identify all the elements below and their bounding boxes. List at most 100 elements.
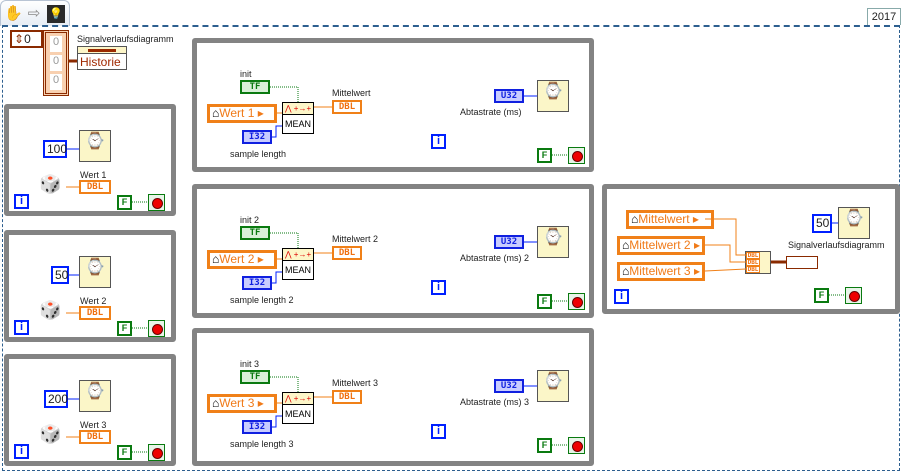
local-variable-1[interactable]: ⌂Wert 1 ▸ bbox=[207, 104, 277, 123]
sample-length-control[interactable]: I32 bbox=[242, 130, 272, 144]
property-node[interactable]: Historie bbox=[77, 46, 127, 70]
mean-output-label: Mittelwert bbox=[332, 88, 371, 98]
sample-length-control[interactable]: I32 bbox=[242, 276, 272, 290]
wait-function[interactable]: ⌚ bbox=[838, 207, 870, 239]
wire bbox=[705, 218, 746, 256]
house-icon: ⌂ bbox=[631, 212, 639, 226]
local-variable-mittelwert-3[interactable]: ⌂Mittelwert 3 ▸ bbox=[617, 262, 705, 281]
local-variable-label: Wert 2 bbox=[219, 252, 255, 266]
mean-output-indicator[interactable]: DBL bbox=[332, 390, 362, 404]
wait-ms-constant[interactable]: 50 bbox=[812, 214, 832, 233]
false-constant[interactable]: F bbox=[814, 288, 829, 303]
wait-function[interactable]: ⌚ bbox=[537, 226, 569, 258]
wait-function[interactable]: ⌚ bbox=[537, 80, 569, 112]
chart-terminal[interactable] bbox=[786, 256, 818, 269]
local-variable-label: Mittelwert 2 bbox=[629, 238, 691, 252]
stop-terminal[interactable] bbox=[148, 320, 165, 337]
array-element[interactable]: 0 bbox=[50, 74, 62, 90]
init-control[interactable]: TF bbox=[240, 226, 270, 240]
wire bbox=[270, 86, 299, 102]
watch-icon: ⌚ bbox=[85, 133, 105, 150]
iteration-terminal: i bbox=[14, 320, 29, 335]
random-number-icon[interactable]: 🎲 bbox=[39, 424, 62, 444]
wait-function[interactable]: ⌚ bbox=[79, 130, 111, 162]
mean-function[interactable]: ⋀ +→+MEAN bbox=[282, 102, 314, 134]
random-number-icon[interactable]: 🎲 bbox=[39, 174, 62, 194]
sample-rate-label: Abtastrate (ms) 2 bbox=[460, 253, 530, 263]
dbl-indicator[interactable]: DBL bbox=[79, 430, 111, 444]
highlight-execution-icon[interactable]: 💡 bbox=[47, 5, 65, 23]
count-value: 0 bbox=[24, 32, 31, 46]
iteration-terminal: i bbox=[14, 194, 29, 209]
while-loop-generator[interactable] bbox=[4, 354, 176, 466]
false-constant[interactable]: F bbox=[117, 445, 132, 460]
count-control[interactable]: ⇕0 bbox=[10, 30, 43, 48]
wait-function[interactable]: ⌚ bbox=[79, 380, 111, 412]
false-constant[interactable]: F bbox=[117, 195, 132, 210]
mean-output-label: Mittelwert 2 bbox=[332, 234, 379, 244]
chart-label: Signalverlaufsdiagramm bbox=[77, 34, 174, 44]
false-constant[interactable]: F bbox=[537, 294, 552, 309]
wire bbox=[272, 271, 282, 284]
wait-function[interactable]: ⌚ bbox=[79, 256, 111, 288]
array-constant[interactable]: 0 0 0 bbox=[43, 30, 69, 96]
init-label: init 2 bbox=[240, 215, 260, 225]
wire bbox=[704, 268, 747, 272]
wait-ms-constant[interactable]: 100 bbox=[43, 140, 67, 158]
random-number-icon[interactable]: 🎲 bbox=[39, 300, 62, 320]
wire bbox=[270, 376, 299, 392]
init-label: init 3 bbox=[240, 359, 260, 369]
array-element[interactable]: 0 bbox=[50, 36, 62, 52]
init-control[interactable]: TF bbox=[240, 370, 270, 384]
chart-terminal-label: Signalverlaufsdiagramm bbox=[788, 240, 885, 250]
false-constant[interactable]: F bbox=[537, 148, 552, 163]
local-variable-mittelwert-1[interactable]: ⌂Mittelwert ▸ bbox=[626, 210, 714, 229]
wait-ms-constant[interactable]: 200 bbox=[44, 390, 68, 408]
iteration-terminal: i bbox=[431, 424, 446, 439]
wait-ms-constant[interactable]: 50 bbox=[51, 266, 69, 284]
arrow-icon[interactable]: ⇨ bbox=[27, 5, 41, 22]
wire bbox=[705, 244, 746, 263]
house-icon: ⌂ bbox=[212, 396, 220, 410]
while-loop-generator[interactable] bbox=[4, 230, 176, 342]
array-element[interactable]: 0 bbox=[50, 55, 62, 71]
mean-function[interactable]: ⋀ +→+MEAN bbox=[282, 248, 314, 280]
stop-terminal[interactable] bbox=[148, 194, 165, 211]
local-variable-mittelwert-2[interactable]: ⌂Mittelwert 2 ▸ bbox=[617, 236, 705, 255]
local-variable-3[interactable]: ⌂Wert 3 ▸ bbox=[207, 394, 277, 413]
wire bbox=[270, 232, 299, 248]
mean-output-label: Mittelwert 3 bbox=[332, 378, 379, 388]
false-constant[interactable]: F bbox=[117, 321, 132, 336]
dbl-indicator[interactable]: DBL bbox=[79, 306, 111, 320]
local-variable-2[interactable]: ⌂Wert 2 ▸ bbox=[207, 250, 277, 269]
hand-icon[interactable]: ✋ bbox=[4, 5, 23, 22]
wire bbox=[272, 125, 282, 138]
ptbypt-icon: ⋀ +→+ bbox=[283, 103, 313, 115]
house-icon: ⌂ bbox=[622, 238, 630, 252]
dbl-indicator[interactable]: DBL bbox=[79, 180, 111, 194]
indicator-label: Wert 1 bbox=[80, 170, 107, 180]
version-tab[interactable]: 2017 bbox=[867, 8, 901, 25]
sample-rate-control[interactable]: U32 bbox=[494, 235, 524, 249]
sample-length-label: sample length 3 bbox=[230, 439, 294, 449]
sample-rate-control[interactable]: U32 bbox=[494, 379, 524, 393]
bundle-input-type: DBL bbox=[746, 259, 760, 266]
mean-function[interactable]: ⋀ +→+MEAN bbox=[282, 392, 314, 424]
sample-length-control[interactable]: I32 bbox=[242, 420, 272, 434]
wire bbox=[272, 415, 282, 428]
local-variable-label: Wert 3 bbox=[219, 396, 255, 410]
stop-terminal[interactable] bbox=[148, 444, 165, 461]
false-constant[interactable]: F bbox=[537, 438, 552, 453]
bundle-input-type: DBL bbox=[746, 266, 760, 273]
init-control[interactable]: TF bbox=[240, 80, 270, 94]
stop-terminal[interactable] bbox=[568, 437, 585, 454]
sample-rate-control[interactable]: U32 bbox=[494, 89, 524, 103]
mean-output-indicator[interactable]: DBL bbox=[332, 100, 362, 114]
mean-output-indicator[interactable]: DBL bbox=[332, 246, 362, 260]
watch-icon: ⌚ bbox=[543, 229, 563, 246]
stop-terminal[interactable] bbox=[845, 287, 862, 304]
debug-toolbar: ✋ ⇨ 💡 bbox=[0, 0, 70, 26]
wait-function[interactable]: ⌚ bbox=[537, 370, 569, 402]
stop-terminal[interactable] bbox=[568, 147, 585, 164]
stop-terminal[interactable] bbox=[568, 293, 585, 310]
